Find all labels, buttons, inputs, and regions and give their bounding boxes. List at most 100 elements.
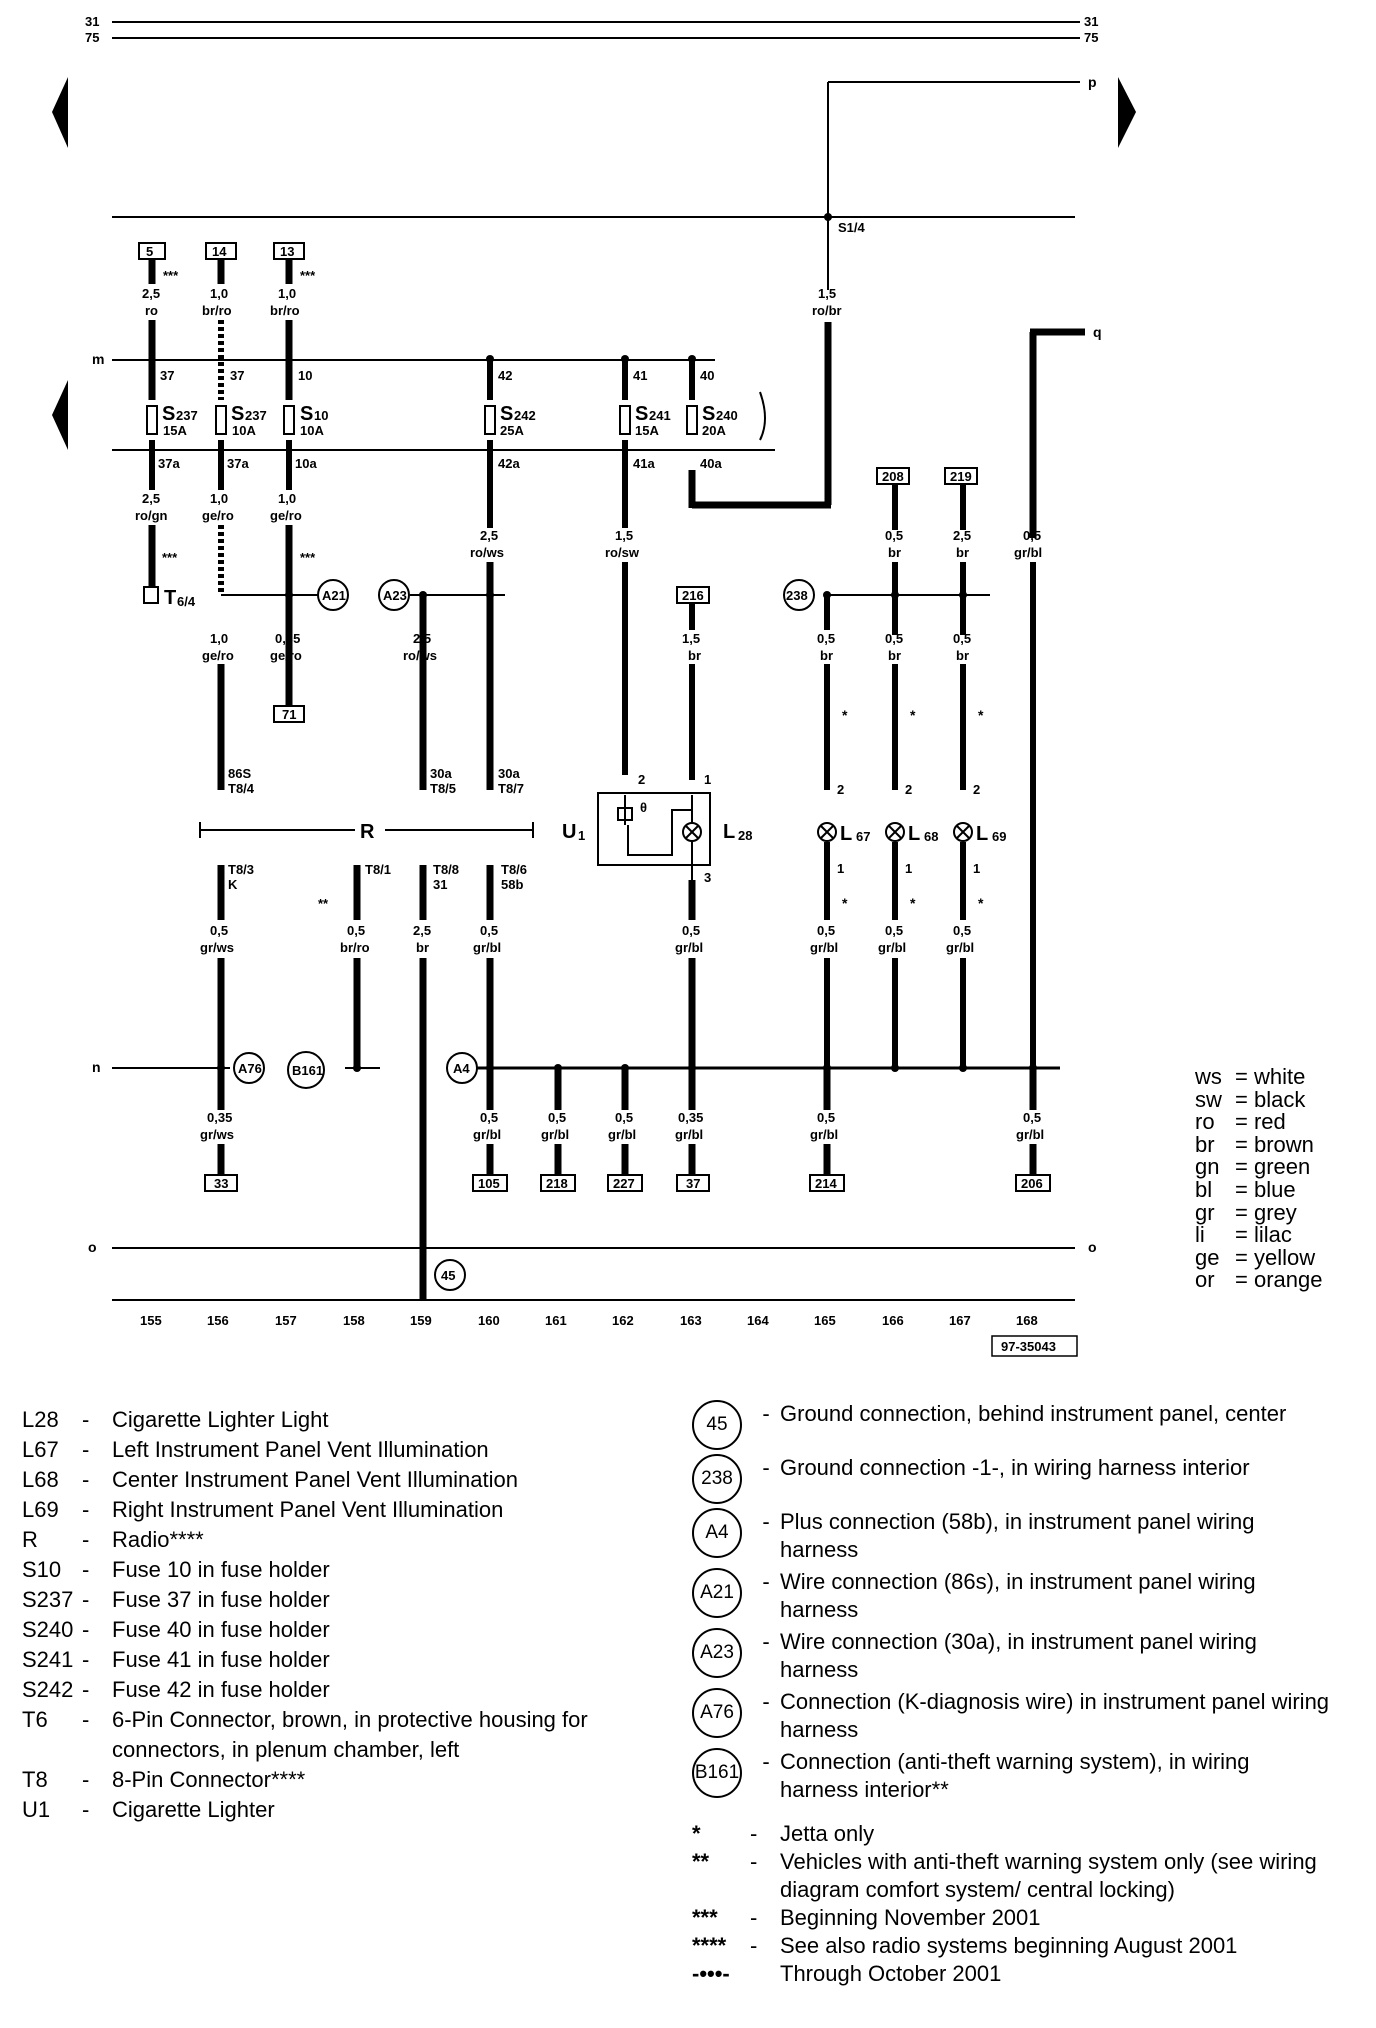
svg-text:40: 40 — [700, 368, 714, 383]
ref-box-219: 219 — [944, 467, 978, 485]
svg-text:15A: 15A — [163, 423, 187, 438]
svg-text:167: 167 — [949, 1313, 971, 1328]
wire-color-rt-1: br — [888, 545, 901, 560]
wire-size-bf-2: 1,0 — [210, 491, 228, 506]
svg-text:216: 216 — [682, 588, 704, 603]
rpin-k: K — [228, 877, 238, 892]
svg-text:U: U — [562, 821, 576, 843]
star-l69-top: * — [978, 707, 984, 723]
footnote-row: ****-See also radio systems beginning Au… — [692, 1933, 1238, 1958]
ref-box-33: 33 — [204, 1174, 238, 1192]
fuse-s237-b: 37 S 237 10A 37a — [215, 368, 267, 471]
ground-legend-row: A23-Wire connection (30a), in instrument… — [692, 1628, 1332, 1684]
wire-size-low-3: 2,5 — [413, 923, 431, 938]
legend-row: S242-Fuse 42 in fuse holder — [22, 1677, 330, 1702]
l67-pin-2: 2 — [837, 782, 844, 797]
wire-size-bot-5: 0,35 — [678, 1110, 703, 1125]
svg-text:37a: 37a — [227, 456, 249, 471]
svg-text:242: 242 — [514, 408, 536, 423]
svg-text:40a: 40a — [700, 456, 722, 471]
rpin-31: 31 — [433, 877, 447, 892]
wire-color-rt-2: br — [956, 545, 969, 560]
ref-box-227: 227 — [607, 1174, 643, 1192]
svg-text:S: S — [500, 403, 513, 425]
wire-size-top-1: 2,5 — [142, 286, 160, 301]
ref-box-37: 37 — [676, 1174, 710, 1192]
wire-color-bot-4: gr/bl — [608, 1127, 636, 1142]
conn-86s: 86S — [228, 766, 251, 781]
fuse-s240: 40 S 240 20A 40a — [686, 368, 738, 471]
s1-4-color: ro/br — [812, 303, 842, 318]
star-l68-top: * — [910, 707, 916, 723]
svg-text:37: 37 — [686, 1176, 700, 1191]
terminal-m: m — [92, 351, 104, 367]
wire-color-low-8: gr/bl — [946, 940, 974, 955]
terminal-n: n — [92, 1059, 101, 1075]
wire-color-top-1: ro — [145, 303, 158, 318]
wire-size-top-3: 1,0 — [278, 286, 296, 301]
wire-color-low-2: br/ro — [340, 940, 370, 955]
rpin-t8-3: T8/3 — [228, 862, 254, 877]
footnotes: *-Jetta only **-Vehicles with anti-theft… — [692, 1820, 1342, 1988]
svg-text:218: 218 — [546, 1176, 568, 1191]
wire-color-low-1: gr/ws — [200, 940, 234, 955]
svg-text:S: S — [635, 403, 648, 425]
wire-size-bot-4: 0,5 — [615, 1110, 633, 1125]
svg-text:41a: 41a — [633, 456, 655, 471]
svg-text:157: 157 — [275, 1313, 297, 1328]
conn-t8-5: T8/5 — [430, 781, 456, 796]
svg-text:158: 158 — [343, 1313, 365, 1328]
color-key-row: or= orange — [1195, 1267, 1323, 1293]
svg-text:A76: A76 — [238, 1061, 262, 1076]
svg-text:6/4: 6/4 — [177, 594, 196, 609]
svg-text:161: 161 — [545, 1313, 567, 1328]
legend-row: S237-Fuse 37 in fuse holder — [22, 1587, 330, 1612]
ground-legend-row: A4-Plus connection (58b), in instrument … — [692, 1508, 1332, 1564]
svg-text:A23: A23 — [383, 588, 407, 603]
terminal-o-right: o — [1088, 1239, 1097, 1255]
wire-size-mid-5: 0,5 — [817, 631, 835, 646]
wire-size-low-7: 0,5 — [885, 923, 903, 938]
stars-2: *** — [300, 268, 316, 283]
footnote-row: ***-Beginning November 2001 — [692, 1905, 1041, 1930]
ground-legend-row: A21-Wire connection (86s), in instrument… — [692, 1568, 1332, 1624]
legend-row: T6-6-Pin Connector, brown, in protective… — [22, 1707, 588, 1762]
next-page-arrow[interactable] — [1118, 77, 1136, 148]
color-key-row: bl= blue — [1195, 1176, 1296, 1202]
prev-page-arrow[interactable] — [52, 77, 68, 148]
wire-size-low-2: 0,5 — [347, 923, 365, 938]
wire-size-low-8: 0,5 — [953, 923, 971, 938]
track-numbers: 155 156 157 158 159 160 161 162 163 164 … — [140, 1313, 1038, 1328]
star-l67-top: * — [842, 707, 848, 723]
lamp-L69: L 69 — [953, 822, 1006, 845]
svg-text:20A: 20A — [702, 423, 726, 438]
svg-text:68: 68 — [924, 829, 938, 844]
svg-text:165: 165 — [814, 1313, 836, 1328]
wire-color-mid-1: ge/ro — [202, 648, 234, 663]
svg-text:A4: A4 — [453, 1061, 470, 1076]
ref-box-208: 208 — [876, 467, 910, 485]
wire-size-mid-2: 0,35 — [275, 631, 300, 646]
ground-legend-row: B161-Connection (anti-theft warning syst… — [692, 1748, 1332, 1804]
conn-30a-2: 30a — [498, 766, 520, 781]
s1-4-label: S1/4 — [838, 220, 866, 235]
rpin-t8-6: T8/6 — [501, 862, 527, 877]
wire-color-bf-2: ge/ro — [202, 508, 234, 523]
svg-text:45: 45 — [441, 1268, 455, 1283]
svg-text:L: L — [723, 821, 735, 843]
rpin-t8-1: T8/1 — [365, 862, 391, 877]
u1-pin-1: 1 — [704, 772, 711, 787]
legend-row: S240-Fuse 40 in fuse holder — [22, 1617, 330, 1642]
svg-text:S: S — [162, 403, 175, 425]
wire-color-top-2: br/ro — [202, 303, 232, 318]
l69-pin-2: 2 — [973, 782, 980, 797]
svg-text:A21: A21 — [322, 588, 346, 603]
conn-t8-7: T8/7 — [498, 781, 524, 796]
wire-size-mid-7: 0,5 — [953, 631, 971, 646]
rpin-58b: 58b — [501, 877, 523, 892]
wire-color-bot-6: gr/bl — [810, 1127, 838, 1142]
color-key-row: ws= white — [1195, 1064, 1306, 1089]
wire-size-low-5: 0,5 — [682, 923, 700, 938]
stars-3: *** — [162, 550, 178, 565]
wire-size-bot-2: 0,5 — [480, 1110, 498, 1125]
